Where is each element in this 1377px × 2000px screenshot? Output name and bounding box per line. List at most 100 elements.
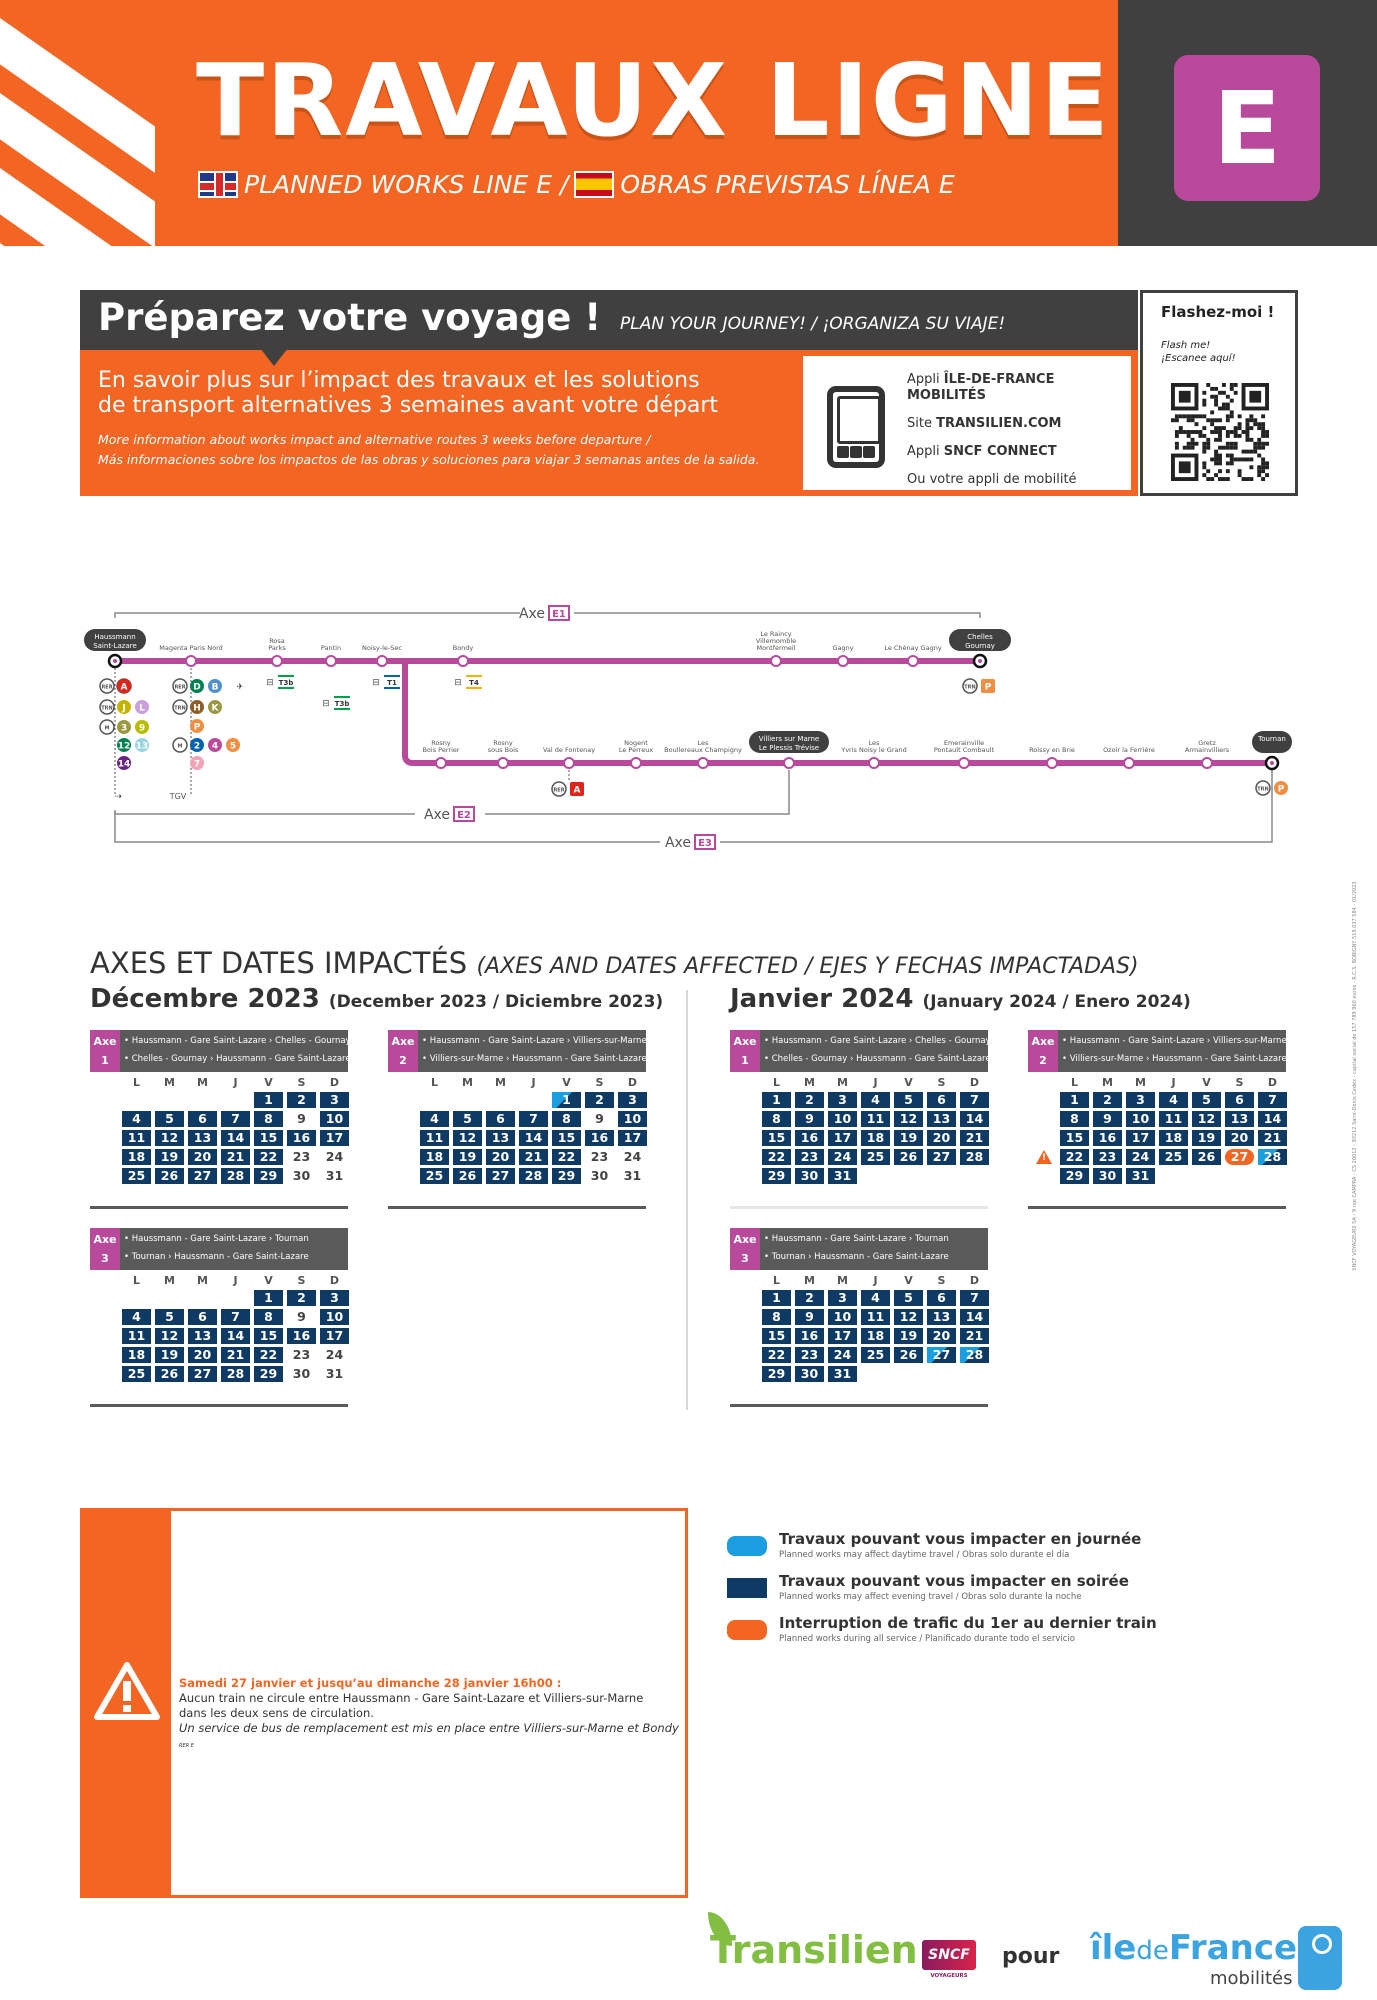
calendar-day: 24 (828, 1149, 857, 1165)
warning-icon (94, 1662, 160, 1720)
calendar-day: 18 (122, 1347, 151, 1363)
calendar-day: 13 (927, 1309, 956, 1325)
station-label: Yvris Noisy le Grand (840, 746, 907, 754)
day-of-week-label: S (297, 1076, 306, 1089)
airport-icon: ✈ (237, 682, 244, 691)
calendar-day: 21 (519, 1149, 548, 1165)
route-outbound: • Haussmann - Gare Saint-Lazare › Chelle… (764, 1036, 991, 1046)
calendar-day: 26 (1192, 1149, 1221, 1165)
calendar-day: 16 (795, 1130, 824, 1146)
calendar-day: 27 (927, 1149, 956, 1165)
calendar-day: 5 (155, 1309, 184, 1325)
calendar-footer-rule (730, 1404, 988, 1407)
axe-badge (453, 806, 475, 822)
header-orange-panel: TRAVAUX LIGNE PLANNED WORKS LINE E / OBR… (0, 0, 1118, 246)
terminus-label: Le Plessis Trévise (759, 744, 819, 752)
day-of-week-label: M (804, 1274, 815, 1287)
qr-subtitle: Flash me! ¡Escanee aquí! (1161, 340, 1236, 364)
metro-7-badge (190, 756, 204, 770)
station-label: Boullereaux Champigny (664, 746, 742, 754)
calendar-day: 19 (1192, 1130, 1221, 1146)
line-p-badge (190, 719, 204, 733)
calendar-day: 10 (828, 1309, 857, 1325)
app-item-sncf-connect[interactable]: Appli SNCF CONNECT (907, 444, 1057, 459)
station-label: Bois Perrier (422, 746, 459, 754)
calendar-day: 24 (828, 1347, 857, 1363)
terminus-dot (113, 659, 117, 663)
calendar-day: 18 (122, 1149, 151, 1165)
calendar-day: 30 (292, 1366, 311, 1381)
calendar-day: 2 (287, 1092, 316, 1108)
rer-a-badge (570, 782, 584, 796)
calendar-day: 2 (287, 1290, 316, 1306)
calendar-day: 11 (122, 1328, 151, 1344)
rer-icon-label: RER (553, 788, 564, 794)
day-of-week-label: L (132, 1076, 140, 1089)
tram-icon: ⊟ (372, 678, 380, 688)
app-item-transilien[interactable]: Site TRANSILIEN.COM (907, 416, 1062, 431)
calendar-day: 3 (320, 1092, 349, 1108)
calendar-day: 20 (1225, 1130, 1254, 1146)
app-item-idfm[interactable]: Appli ÎLE-DE-FRANCE MOBILITÉS (907, 372, 1055, 403)
calendar-footer-rule (730, 1206, 988, 1209)
calendar-day: 12 (894, 1111, 923, 1127)
station-label: Rosny (431, 739, 451, 747)
day-of-week-label: S (297, 1274, 306, 1287)
day-of-week-label: V (1202, 1076, 1211, 1089)
calendar-day: 1 (254, 1092, 283, 1108)
route-outbound: • Haussmann - Gare Saint-Lazare › Tourna… (764, 1234, 949, 1244)
calendar-day: 9 (1093, 1111, 1122, 1127)
route-return: • Chelles - Gournay › Haussmann - Gare S… (124, 1054, 351, 1064)
station-label: Noisy-le-Sec (362, 644, 402, 652)
header-banner: TRAVAUX LIGNE PLANNED WORKS LINE E / OBR… (0, 0, 1377, 246)
station-label: Le Perreux (619, 746, 653, 754)
calendar-day: 12 (894, 1309, 923, 1325)
day-of-week-label: L (132, 1274, 140, 1287)
calendar-day: 7 (221, 1309, 250, 1325)
line-k-badge (208, 700, 222, 714)
station-marker (325, 655, 337, 667)
calendar-day: 27 (927, 1347, 956, 1363)
calendar-day: 7 (519, 1111, 548, 1127)
route-outbound: • Haussmann - Gare Saint-Lazare › Villie… (1062, 1036, 1287, 1046)
calendar-day: 22 (762, 1149, 791, 1165)
calendar-day: 27 (188, 1168, 217, 1184)
calendar-day: 4 (1159, 1092, 1188, 1108)
calendar-day: 30 (795, 1168, 824, 1184)
route-outbound: • Haussmann - Gare Saint-Lazare › Chelle… (124, 1036, 351, 1046)
calendar-day: 17 (618, 1130, 647, 1146)
station-marker (770, 655, 782, 667)
line-p-badge (981, 679, 995, 693)
station-marker (868, 757, 880, 769)
qr-code-icon[interactable] (1171, 383, 1269, 481)
day-of-week-label: D (627, 1076, 638, 1089)
calendar-day: 14 (221, 1130, 250, 1146)
legend-label-evening: Travaux pouvant vous impacter en soirée (779, 1572, 1129, 1590)
tram-line-label: T3b (279, 679, 294, 687)
calendar-day: 8 (1060, 1111, 1089, 1127)
calendar-day: 8 (762, 1111, 791, 1127)
calendar-day: 18 (420, 1149, 449, 1165)
terminus-label: Saint-Lazare (93, 642, 137, 650)
day-of-week-label: D (969, 1076, 980, 1089)
day-of-week-label: J (873, 1274, 878, 1287)
calendar-day: 19 (894, 1328, 923, 1344)
station-marker (630, 757, 642, 769)
route-return: • Tournan › Haussmann - Gare Saint-Lazar… (764, 1252, 949, 1262)
calendar-day: 31 (325, 1168, 344, 1183)
calendar-day: 12 (155, 1328, 184, 1344)
calendar-day: 30 (795, 1366, 824, 1382)
station-label: Pantin (321, 644, 341, 652)
prepare-header: Préparez votre voyage ! PLAN YOUR JOURNE… (80, 290, 1138, 350)
station-label: Emerainville (944, 739, 984, 747)
metro-13-badge-label: 13 (136, 742, 149, 752)
legend-swatch-evening (727, 1578, 767, 1598)
rer-icon-label: RER (101, 685, 112, 691)
calendar-day: 1 (552, 1092, 581, 1108)
calendar-day: 22 (552, 1149, 581, 1165)
calendar-day: 6 (188, 1309, 217, 1325)
metro-13-badge (135, 738, 149, 752)
